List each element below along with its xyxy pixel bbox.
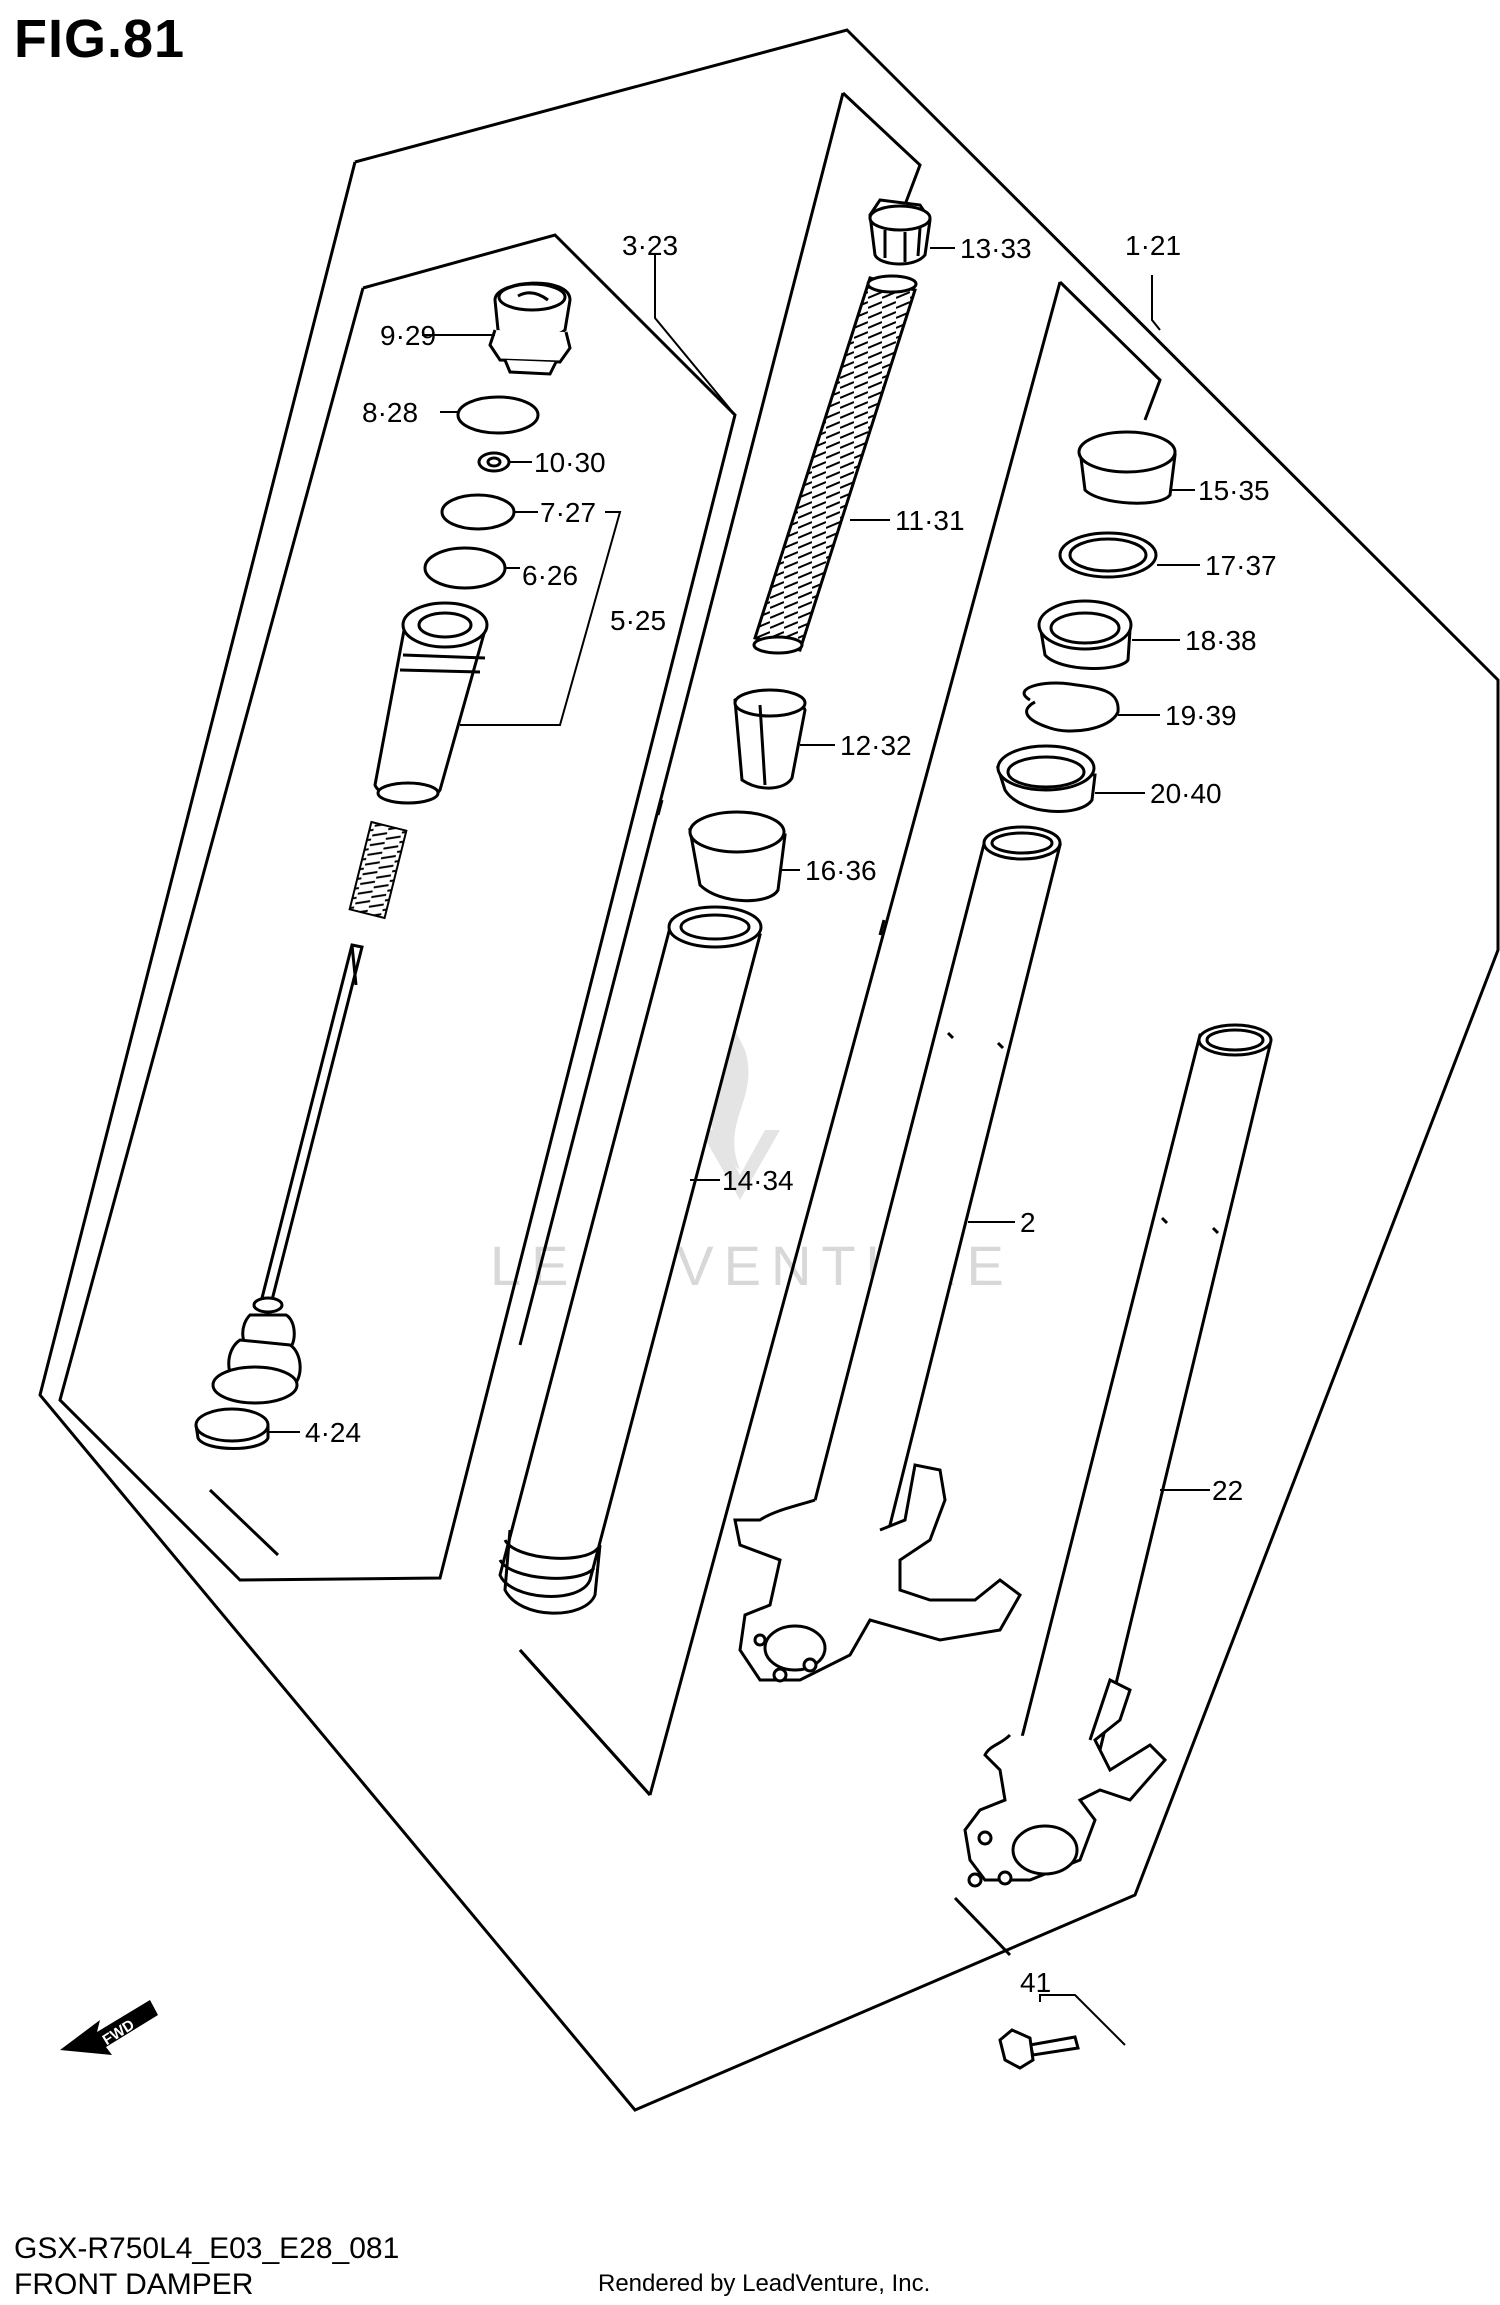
part-22-fork-assembly xyxy=(963,1023,1273,1888)
part-15-35-bushing xyxy=(1077,430,1177,505)
callout-10-30: 10·30 xyxy=(534,447,606,478)
part-16-36-bushing xyxy=(688,810,787,903)
part-17-37-washer xyxy=(1058,531,1158,579)
leader-41 xyxy=(1039,1994,1126,2046)
part-41-bolt xyxy=(998,2028,1080,2070)
leader-3-23 xyxy=(654,255,736,416)
callout-leaders xyxy=(422,247,1200,1181)
callout-1-21: 1·21 xyxy=(1125,230,1181,261)
group-boundary-3-23 xyxy=(58,233,737,1582)
callout-15-35: 15·35 xyxy=(1198,475,1270,506)
group-boundary-right xyxy=(1058,280,1162,421)
callout-4-24: 4·24 xyxy=(305,1417,361,1448)
right-boundary-edge xyxy=(648,281,1062,1796)
figure-name: FRONT DAMPER xyxy=(14,2268,254,2301)
part-10-30-nut xyxy=(477,451,511,473)
part-18-38-oil-seal xyxy=(1037,599,1133,670)
part-11-31-fork-spring xyxy=(752,274,918,655)
callout-22: 22 xyxy=(1212,1475,1243,1506)
rendered-by-credit: Rendered by LeadVenture, Inc. xyxy=(598,2270,931,2297)
part-13-33-spring-guide xyxy=(868,198,932,266)
part-19-39-circlip xyxy=(1022,681,1120,733)
callout-11-31: 11·31 xyxy=(895,505,965,536)
model-code: GSX-R750L4_E03_E28_081 xyxy=(14,2232,400,2265)
middle-dash-1 xyxy=(656,799,664,816)
callout-14-34: 14·34 xyxy=(722,1165,794,1196)
part-12-32-spacer xyxy=(733,688,807,790)
callout-12-32: 12·32 xyxy=(840,730,912,761)
figure-title: FIG.81 xyxy=(14,9,186,69)
callout-5-25: 5·25 xyxy=(610,605,666,636)
callout-8-28: 8·28 xyxy=(362,397,418,428)
group-lower-22 xyxy=(953,1896,1012,1957)
fwd-arrow-icon: FWD xyxy=(60,2000,158,2055)
callout-17-37: 17·37 xyxy=(1205,550,1277,581)
callout-3-23: 3·23 xyxy=(622,230,678,261)
callout-18-38: 18·38 xyxy=(1185,625,1257,656)
group-lower-14-34 xyxy=(518,1648,652,1797)
right-lower-edge xyxy=(1135,420,1145,1895)
callout-19-39: 19·39 xyxy=(1165,700,1237,731)
part-9-29-cap-bolt xyxy=(488,281,572,376)
bracket-5-25 xyxy=(460,511,622,726)
callout-41: 41 xyxy=(1020,1967,1051,1998)
callout-6-26: 6·26 xyxy=(522,560,578,591)
outer-boundary-1-21 xyxy=(38,28,1500,2112)
callout-9-29: 9·29 xyxy=(380,320,436,351)
part-2-outer-tube xyxy=(733,825,1062,1683)
part-5-25-cartridge xyxy=(373,601,489,805)
leader-1-21 xyxy=(1151,275,1161,331)
part-17-37-washer-inner xyxy=(1068,537,1148,573)
part-7-27-ring xyxy=(440,493,516,531)
middle-dash-2 xyxy=(878,919,886,936)
part-8-28-o-ring xyxy=(456,395,540,435)
part-14-34-inner-tube xyxy=(498,905,763,1615)
callout-16-36: 16·36 xyxy=(805,855,877,886)
group-boundary-middle xyxy=(841,91,922,211)
callout-2: 2 xyxy=(1020,1207,1036,1238)
part-small-spring xyxy=(348,820,408,920)
middle-left-edge xyxy=(518,92,845,1346)
callout-7-27: 7·27 xyxy=(540,497,596,528)
part-20-40-dust-seal xyxy=(995,744,1097,813)
callout-13-33: 13·33 xyxy=(960,233,1032,264)
part-4-24-ring xyxy=(194,1407,270,1450)
callout-20-40: 20·40 xyxy=(1150,778,1222,809)
part-6-26-ring xyxy=(423,546,507,590)
part-damper-rod xyxy=(211,943,364,1405)
group-lower-4-24 xyxy=(208,1488,280,1557)
